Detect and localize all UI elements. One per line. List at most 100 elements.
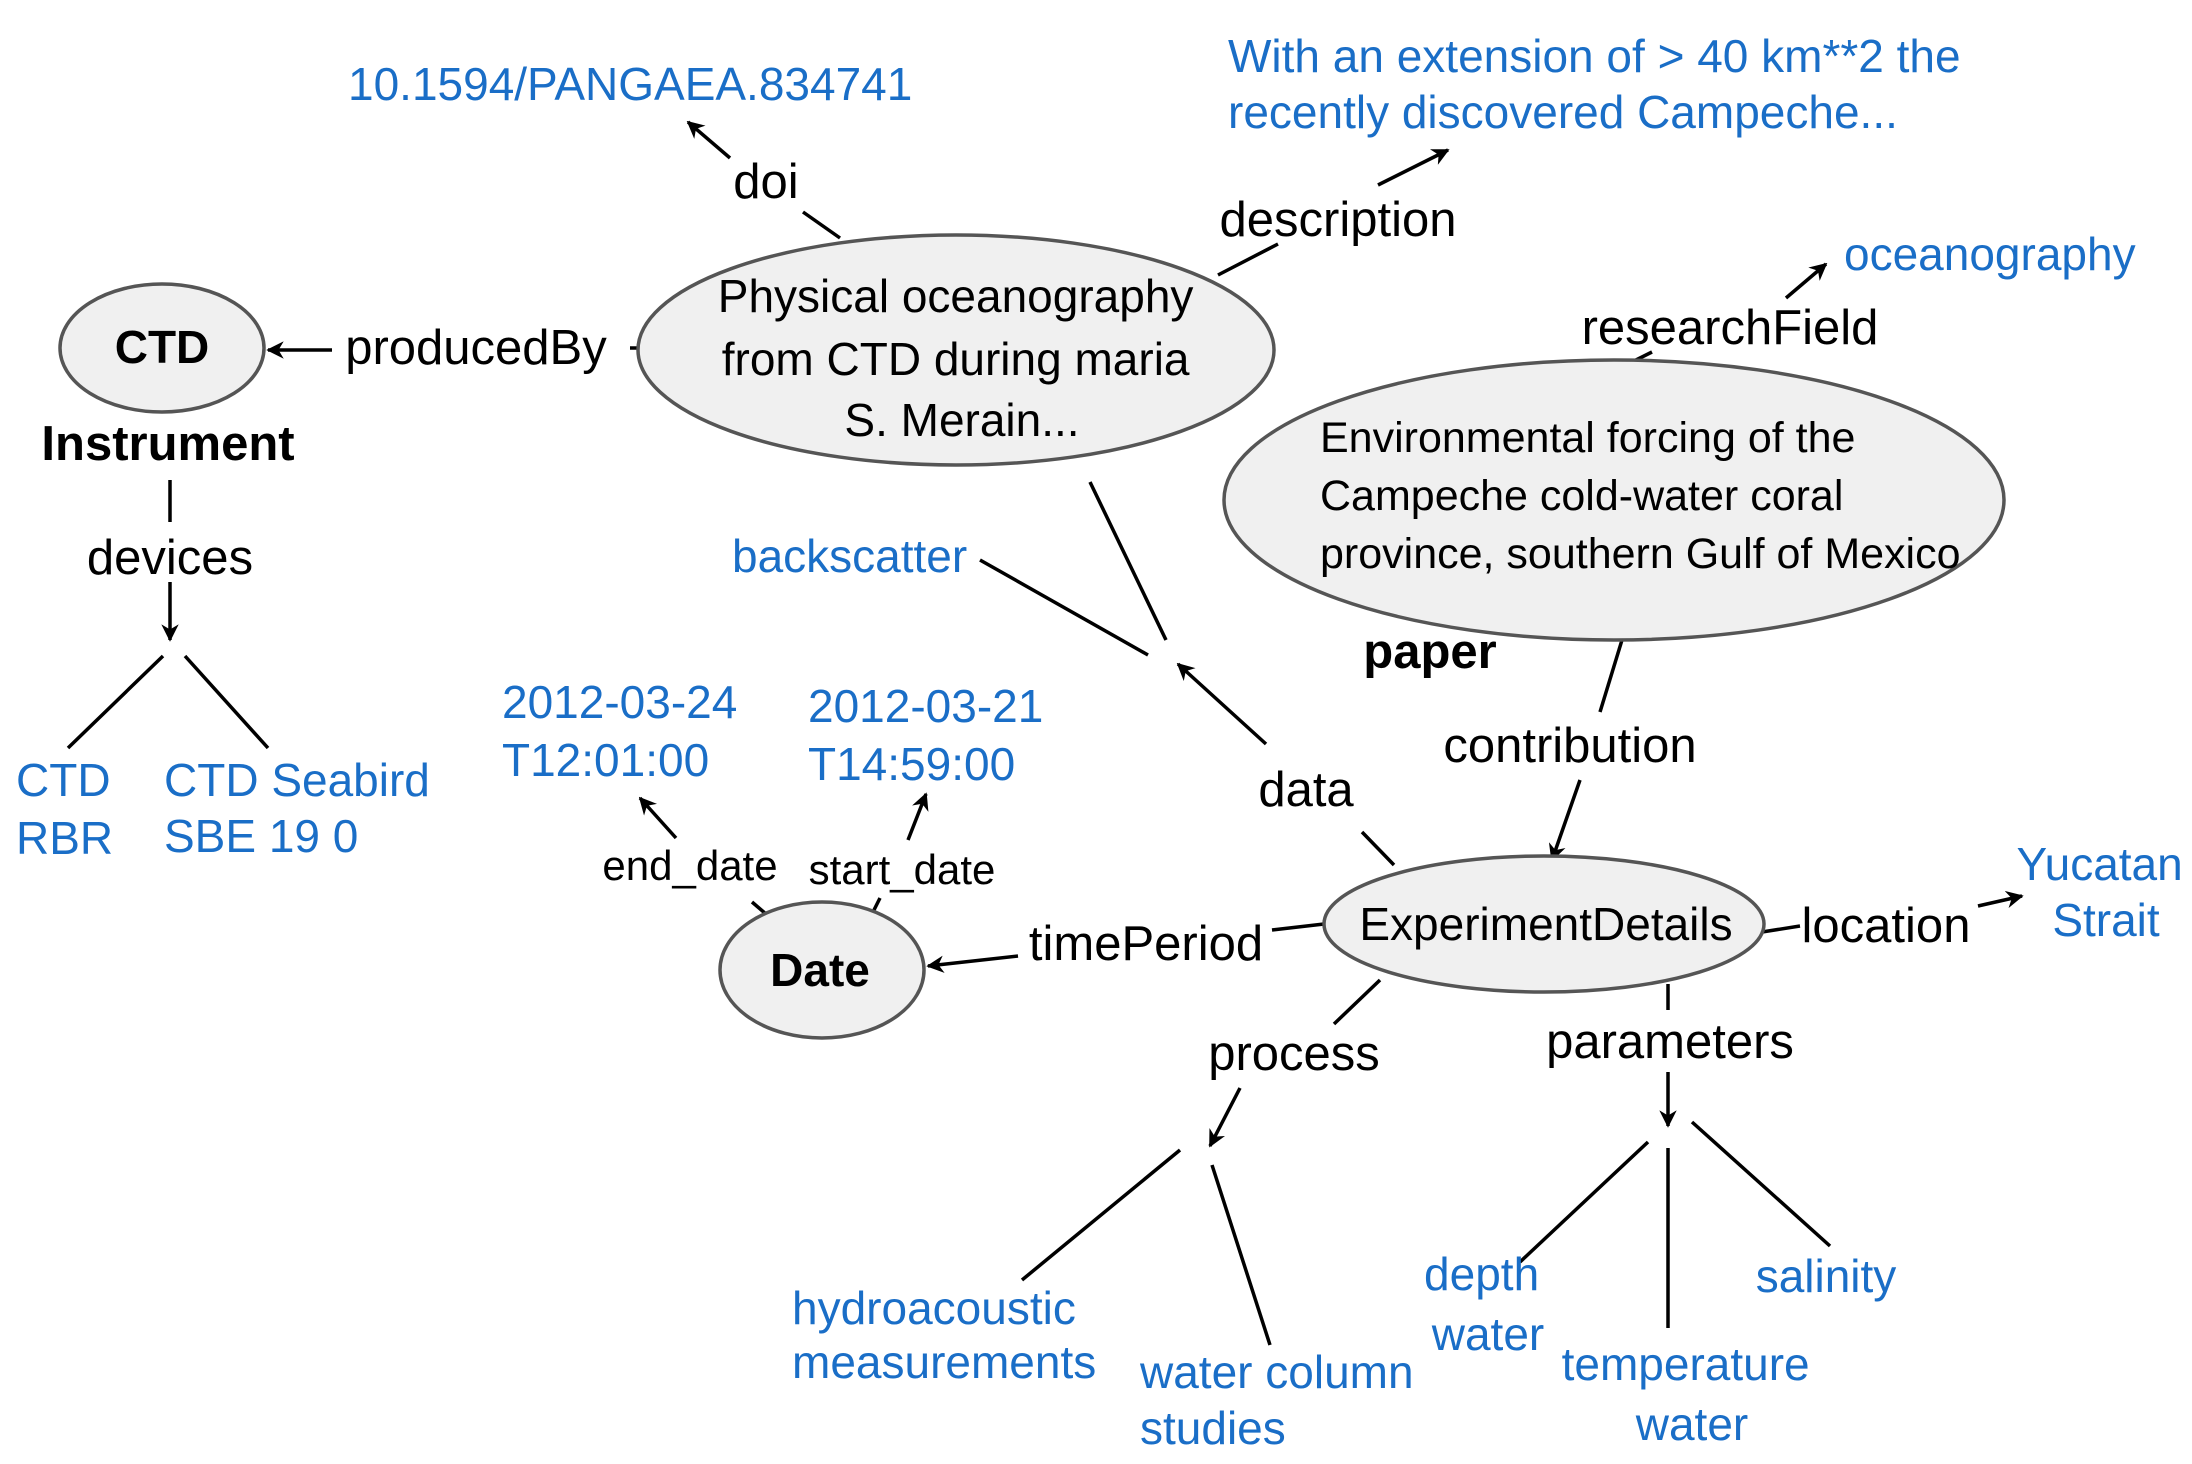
edge-description-arrow <box>1377 148 1450 187</box>
edge-time-period-line <box>1271 922 1325 932</box>
node-experiment-details: ExperimentDetails <box>1322 854 1766 994</box>
edge-label-contribution: contribution <box>1443 719 1696 773</box>
literal-end-date-line: T12:01:00 <box>502 734 709 786</box>
literal-param-temp-line: water <box>1635 1398 1748 1450</box>
edge-doi-arrow <box>686 120 732 160</box>
literal-research-field: oceanography <box>1844 228 2136 280</box>
edge-label-end-date: end_date <box>602 842 777 889</box>
ctd-ellipse <box>58 282 266 414</box>
dataset-label-line: from CTD during maria <box>722 333 1190 385</box>
edge-process-arrow <box>1208 1087 1242 1148</box>
dataset-label-line: Physical oceanography <box>718 270 1194 322</box>
literal-device-seabird-line: CTD Seabird <box>164 754 430 806</box>
literal-param-salinity: salinity <box>1756 1250 1897 1302</box>
experiment-ellipse <box>1322 854 1766 994</box>
edge-label-produced-by: producedBy <box>345 321 607 375</box>
edge-start-date-arrow <box>906 792 929 841</box>
edge-research-field-arrow <box>1784 262 1828 300</box>
paper-label: Environmental forcing of the Campeche co… <box>1320 414 1961 578</box>
edge-end-date-arrow <box>638 796 678 840</box>
literal-process-water-line: water column <box>1139 1346 1414 1398</box>
edge-label-data: data <box>1258 763 1354 817</box>
paper-label-line: Campeche cold-water coral <box>1320 472 1843 520</box>
node-dataset: Physical oceanography from CTD during ma… <box>636 233 1276 467</box>
literal-description-line: recently discovered Campeche... <box>1228 86 1898 138</box>
edge-process-line <box>1332 978 1382 1026</box>
literal-param-depth-line: depth <box>1424 1248 1539 1300</box>
literal-end-date-line: 2012-03-24 <box>502 676 737 728</box>
experiment-label: ExperimentDetails <box>1359 898 1732 950</box>
literal-process-hydro-line: measurements <box>792 1336 1096 1388</box>
edge-data-branch-dataset <box>1088 481 1168 641</box>
dataset-ellipse <box>636 233 1276 467</box>
edge-parameters-branch-depth <box>1518 1140 1650 1264</box>
edge-label-location: location <box>1802 899 1971 953</box>
edge-label-devices: devices <box>87 531 253 585</box>
edge-label-doi: doi <box>733 155 798 209</box>
edge-end-date-line <box>750 900 768 916</box>
literal-process-water-line: studies <box>1140 1402 1286 1454</box>
dataset-label: Physical oceanography from CTD during ma… <box>718 270 1206 446</box>
literal-device-rbr-line: RBR <box>16 812 113 864</box>
paper-label-line: province, southern Gulf of Mexico <box>1320 530 1961 578</box>
edge-label-start-date: start_date <box>809 846 996 893</box>
type-label-instrument: Instrument <box>41 417 294 471</box>
edge-label-time-period: timePeriod <box>1029 917 1263 971</box>
literal-param-depth-line: water <box>1431 1308 1544 1360</box>
literal-values: 10.1594/PANGAEA.834741 With an extension… <box>16 30 2192 1454</box>
node-paper: Environmental forcing of the Campeche co… <box>1222 358 2006 642</box>
edge-data-arrow <box>1176 662 1268 746</box>
literal-start-date: 2012-03-21 T14:59:00 <box>808 680 1056 790</box>
literal-device-rbr: CTD RBR <box>16 754 123 864</box>
literal-description: With an extension of > 40 km**2 the rece… <box>1228 30 1973 138</box>
literal-param-temp: temperature water <box>1562 1338 1823 1450</box>
date-label: Date <box>770 944 870 996</box>
edges <box>66 120 2024 1346</box>
literal-start-date-line: T14:59:00 <box>808 738 1015 790</box>
edge-label-description: description <box>1220 193 1457 247</box>
literal-end-date: 2012-03-24 T12:01:00 <box>502 676 750 786</box>
edge-process-branch-water <box>1210 1164 1272 1346</box>
edge-labels: doi description producedBy researchField… <box>87 155 1971 1081</box>
edge-contribution-arrow <box>1548 779 1582 862</box>
literal-location-line: Yucatan <box>2016 838 2182 890</box>
edge-data-branch-backscatter <box>979 558 1149 657</box>
edge-parameters-branch-salinity <box>1690 1120 1832 1248</box>
edge-location-line <box>1761 924 1801 934</box>
literal-process-hydro-line: hydroacoustic <box>792 1282 1076 1334</box>
literal-device-seabird: CTD Seabird SBE 19 0 <box>164 754 443 862</box>
edge-description-line <box>1217 242 1279 277</box>
literal-device-rbr-line: CTD <box>16 754 111 806</box>
edge-devices-branch-seabird <box>183 654 270 750</box>
edge-label-process: process <box>1208 1027 1380 1081</box>
type-label-paper: paper <box>1363 625 1496 679</box>
edge-process-branch-hydro <box>1020 1148 1182 1282</box>
literal-location: Yucatan Strait <box>2016 838 2192 946</box>
edge-devices-branch-rbr <box>66 654 165 750</box>
node-date: Date <box>718 900 926 1040</box>
edge-location-arrow <box>1977 890 2024 909</box>
dataset-label-line: S. Merain... <box>844 394 1079 446</box>
node-ctd: CTD <box>58 282 266 414</box>
literal-location-line: Strait <box>2052 894 2160 946</box>
ctd-label: CTD <box>115 321 210 373</box>
edge-doi-line <box>801 210 842 240</box>
literal-process-water: water column studies <box>1139 1346 1426 1454</box>
literal-device-seabird-line: SBE 19 0 <box>164 810 358 862</box>
edge-time-period-arrow <box>926 954 1019 973</box>
date-ellipse <box>718 900 926 1040</box>
edge-data-line <box>1360 830 1396 867</box>
literal-backscatter: backscatter <box>732 530 967 582</box>
literal-start-date-line: 2012-03-21 <box>808 680 1043 732</box>
literal-param-temp-line: temperature <box>1562 1338 1810 1390</box>
edge-label-parameters: parameters <box>1546 1015 1794 1069</box>
literal-process-hydro: hydroacoustic measurements <box>792 1282 1096 1388</box>
literal-description-line: With an extension of > 40 km**2 the <box>1228 30 1961 82</box>
paper-ellipse <box>1222 358 2006 642</box>
paper-label-line: Environmental forcing of the <box>1320 414 1855 462</box>
literal-param-depth: depth water <box>1424 1248 1552 1360</box>
edge-contribution-line <box>1598 639 1624 713</box>
literal-doi: 10.1594/PANGAEA.834741 <box>348 58 912 110</box>
edge-label-research-field: researchField <box>1582 301 1879 355</box>
